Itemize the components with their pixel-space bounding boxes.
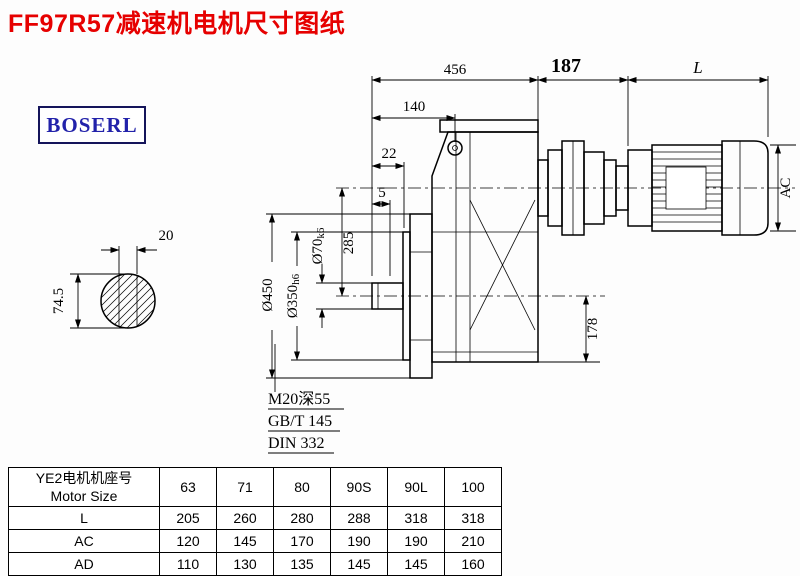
note-thread-m20: M20深55 [268,390,330,408]
size-col-header: 90S [330,467,388,507]
table-cell: 205 [159,506,217,530]
motor-nameplate [665,166,707,210]
table-cell: 160 [444,552,502,576]
table-cell: 318 [387,506,445,530]
dim-keyway-width: 20 [159,228,174,244]
table-row-AC: AC 120 145 170 190 190 210 [8,529,502,553]
dim-overall-456: 456 [444,62,467,78]
gear-housing [431,119,539,363]
note-standard-gbt: GB/T 145 [268,413,332,430]
page-title: FF97R57减速机电机尺寸图纸 [8,10,346,38]
size-col-header: 71 [216,467,274,507]
dim-flange-dia: Ø450 [260,278,276,311]
dim-spigot-dia: Ø350h6 [285,273,302,318]
table-cell: 288 [330,506,388,530]
table-cell: 210 [444,529,502,553]
table-cell: 120 [159,529,217,553]
table-cell: 110 [159,552,217,576]
output-flange [371,213,433,379]
dim-pilot-5: 5 [378,185,386,201]
dim-adapter-187: 187 [551,55,581,77]
size-col-header: 90L [387,467,445,507]
top-dimensions: 456 187 L [371,55,769,276]
center-lines [336,187,795,297]
table-header-en: Motor Size [50,488,118,504]
thread-notes: M20深55 GB/T 145 DIN 332 [268,344,344,454]
note-standard-din: DIN 332 [268,435,324,452]
size-col-header: 80 [273,467,331,507]
dim-axis-distance-285: 285 [341,232,357,255]
motor-size-table: YE2电机机座号 Motor Size 63 71 80 90S 90L 100… [8,467,502,576]
table-row-AD: AD 110 130 135 145 145 160 [8,552,502,576]
fan-cover [721,140,769,236]
technical-drawing: 20 74.5 [51,55,796,454]
dim-shaft-dia: Ø70k6 [310,227,327,264]
lifting-lug [447,140,463,156]
left-dimensions: 140 22 5 [371,99,456,276]
dim-flange-offset-140: 140 [403,99,426,115]
dim-base-height-178: 178 [585,318,601,341]
row-label: AC [8,529,160,553]
dim-bore-height: 74.5 [51,288,67,314]
table-header-label: YE2电机机座号 Motor Size [8,467,160,507]
vertical-dimensions: 285 178 AC [339,144,796,363]
size-col-header: 63 [159,467,217,507]
shaft-section-view: 20 74.5 [51,228,174,329]
brand-logo-box: BOSERL [38,106,146,144]
table-cell: 190 [387,529,445,553]
table-row-L: L 205 260 280 288 318 318 [8,506,502,530]
table-cell: 130 [216,552,274,576]
size-col-header: 100 [444,467,502,507]
table-cell: 260 [216,506,274,530]
motor [627,140,769,236]
table-cell: 145 [216,529,274,553]
diameter-dimensions: Ø450 Ø350h6 Ø70k6 [260,213,410,379]
dim-motor-length-L: L [692,58,702,77]
dim-flange-thickness-22: 22 [382,146,397,162]
row-label: L [8,506,160,530]
row-label: AD [8,552,160,576]
table-cell: 135 [273,552,331,576]
table-cell: 190 [330,529,388,553]
brand-logo-text: BOSERL [46,112,138,137]
table-cell: 145 [330,552,388,576]
table-cell: 145 [387,552,445,576]
table-cell: 280 [273,506,331,530]
table-cell: 170 [273,529,331,553]
table-header-row: YE2电机机座号 Motor Size 63 71 80 90S 90L 100 [8,467,502,507]
table-header-cn: YE2电机机座号 [35,470,133,486]
dim-motor-dia-AC: AC [778,178,794,199]
table-cell: 318 [444,506,502,530]
